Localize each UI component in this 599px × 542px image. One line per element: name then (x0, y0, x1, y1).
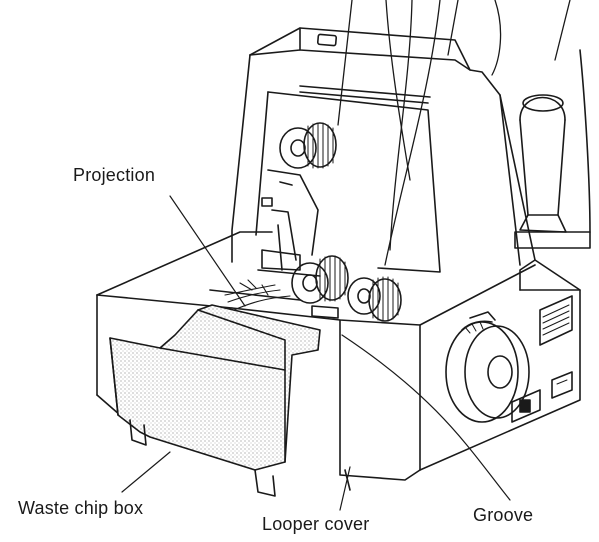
handwheel (445, 311, 530, 423)
groove-label: Groove (473, 505, 534, 525)
machine-bed (96, 231, 581, 491)
projection-label: Projection (73, 165, 156, 185)
waste-chip-box (109, 304, 321, 497)
leader-waste-chip-box (121, 451, 171, 493)
needle-area (257, 169, 321, 277)
leader-lines (121, 195, 511, 511)
tension-dial-top (279, 122, 337, 169)
machine-head (231, 27, 536, 291)
tension-dial-lower (347, 276, 402, 322)
thread-lines (337, 0, 571, 266)
leader-looper-cover (339, 466, 351, 511)
tension-dial-middle (291, 255, 349, 304)
power-switch (511, 371, 573, 423)
looper-cover-label: Looper cover (262, 514, 370, 534)
projection-detail (224, 279, 291, 311)
leader-projection (169, 195, 246, 307)
leader-groove (341, 334, 511, 501)
thread-spool (514, 49, 591, 249)
side-vent (539, 295, 573, 346)
waste-chip-box-label: Waste chip box (18, 498, 144, 518)
